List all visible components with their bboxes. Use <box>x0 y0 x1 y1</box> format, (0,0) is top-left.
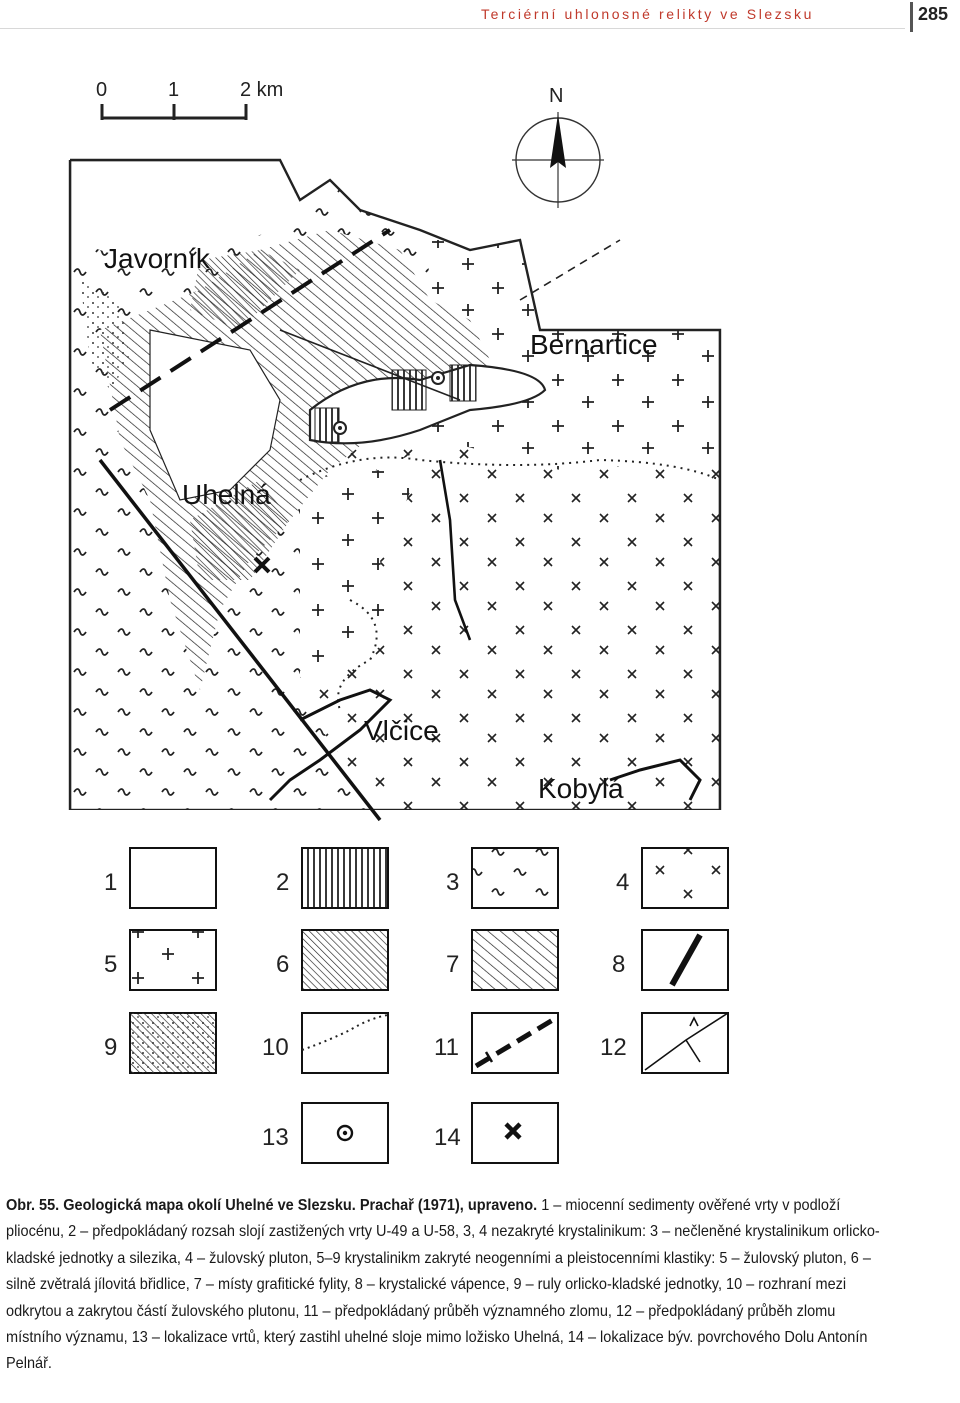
place-kobyla: Kobylá <box>538 773 624 804</box>
legend-8-label: 8 <box>612 951 625 978</box>
legend-9-label: 9 <box>104 1034 117 1061</box>
legend-13-swatch <box>301 1102 389 1164</box>
legend-14-label: 14 <box>434 1124 461 1151</box>
scale-label-1: 1 <box>168 79 179 101</box>
place-vlcice: Vlčice <box>364 715 439 746</box>
legend-11-label: 11 <box>434 1034 459 1061</box>
legend-6-swatch <box>301 929 389 991</box>
legend-5-label: 5 <box>104 951 117 978</box>
legend-1-label: 1 <box>104 869 117 896</box>
place-bernartice: Bernartice <box>530 329 658 360</box>
legend-7-swatch <box>471 929 559 991</box>
caption-body: 1 – miocenní sedimenty ověřené vrty v po… <box>6 1197 880 1373</box>
legend-4-swatch <box>641 847 729 909</box>
scale-bar: 0 1 2 km <box>96 79 283 120</box>
north-arrow-icon: N <box>512 85 604 208</box>
caption-title: Obr. 55. Geologická mapa okolí Uhelné ve… <box>6 1197 538 1214</box>
figure-caption: Obr. 55. Geologická mapa okolí Uhelné ve… <box>6 1193 890 1378</box>
legend-2-label: 2 <box>276 869 289 896</box>
legend-7-label: 7 <box>446 951 459 978</box>
legend-2-swatch <box>301 847 389 909</box>
legend-3-swatch <box>471 847 559 909</box>
scale-label-2: 2 km <box>240 79 283 101</box>
legend-4-label: 4 <box>616 869 629 896</box>
north-label: N <box>549 85 563 107</box>
legend-13-label: 13 <box>262 1124 289 1151</box>
legend-10-label: 10 <box>262 1034 289 1061</box>
place-uhelna: Uhelná <box>182 479 271 510</box>
header-bar <box>910 2 913 32</box>
legend: 1 2 3 4 5 6 7 8 9 10 11 12 13 <box>104 847 729 1164</box>
legend-10-swatch <box>301 1012 389 1074</box>
legend-1-swatch <box>129 847 217 909</box>
place-javornik: Javorník <box>104 243 211 274</box>
header-rule <box>0 28 905 29</box>
legend-12-label: 12 <box>600 1034 627 1061</box>
running-title: Terciérní uhlonosné relikty ve Slezsku <box>480 6 814 22</box>
geological-map-figure: 0 1 2 km N <box>68 79 729 1164</box>
scale-label-0: 0 <box>96 79 107 101</box>
legend-5-swatch <box>129 929 217 991</box>
legend-6-label: 6 <box>276 951 289 978</box>
legend-3-label: 3 <box>446 869 459 896</box>
page-number: 285 <box>918 4 949 24</box>
